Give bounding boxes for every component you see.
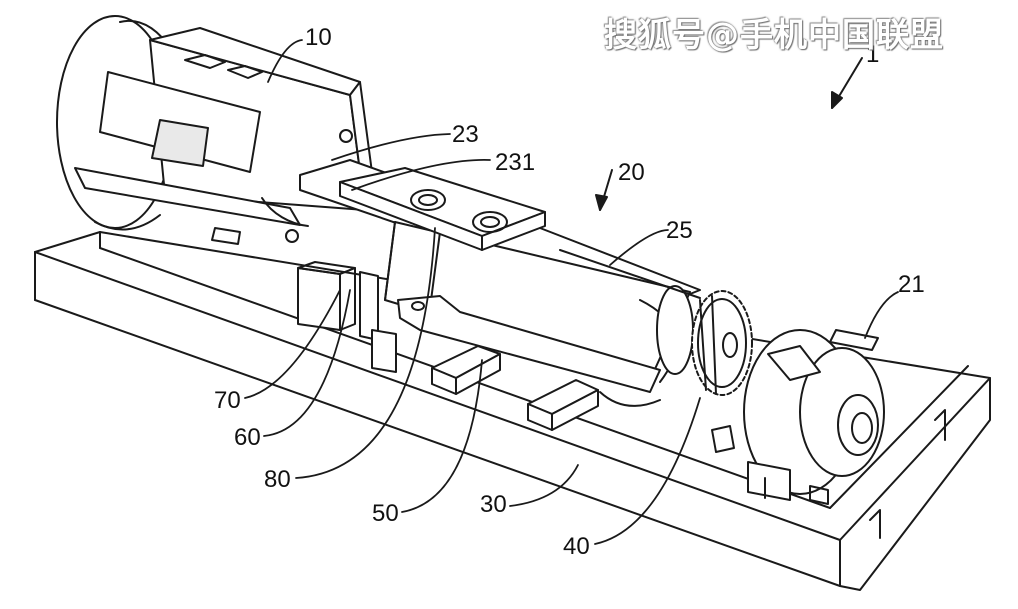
label-25: 25: [666, 217, 693, 244]
label-231: 231: [495, 149, 535, 176]
label-60: 60: [234, 424, 261, 451]
pcb-chips: [431, 345, 599, 431]
label-80: 80: [264, 466, 291, 493]
label-50: 50: [372, 500, 399, 527]
reference-numerals: 10 1 23 231 20 25 21 70 60 80 50 30 40: [214, 24, 925, 560]
label-40: 40: [563, 533, 590, 560]
drive-gear: [691, 290, 753, 396]
label-10: 10: [305, 24, 332, 51]
label-21: 21: [898, 271, 925, 298]
label-20: 20: [618, 159, 645, 186]
label-1: 1: [866, 41, 879, 68]
sensor-blocks: [297, 261, 397, 373]
label-23: 23: [452, 121, 479, 148]
label-30: 30: [480, 491, 507, 518]
slider-plate: [339, 167, 546, 251]
drive-motor: [711, 329, 885, 505]
watermark-text: 搜狐号@手机中国联盟: [604, 15, 944, 54]
motor-bracket: [397, 295, 661, 407]
base-tray: [34, 231, 991, 591]
direction-arrows: [595, 57, 863, 211]
label-70: 70: [214, 387, 241, 414]
leader-lines: [244, 39, 899, 545]
